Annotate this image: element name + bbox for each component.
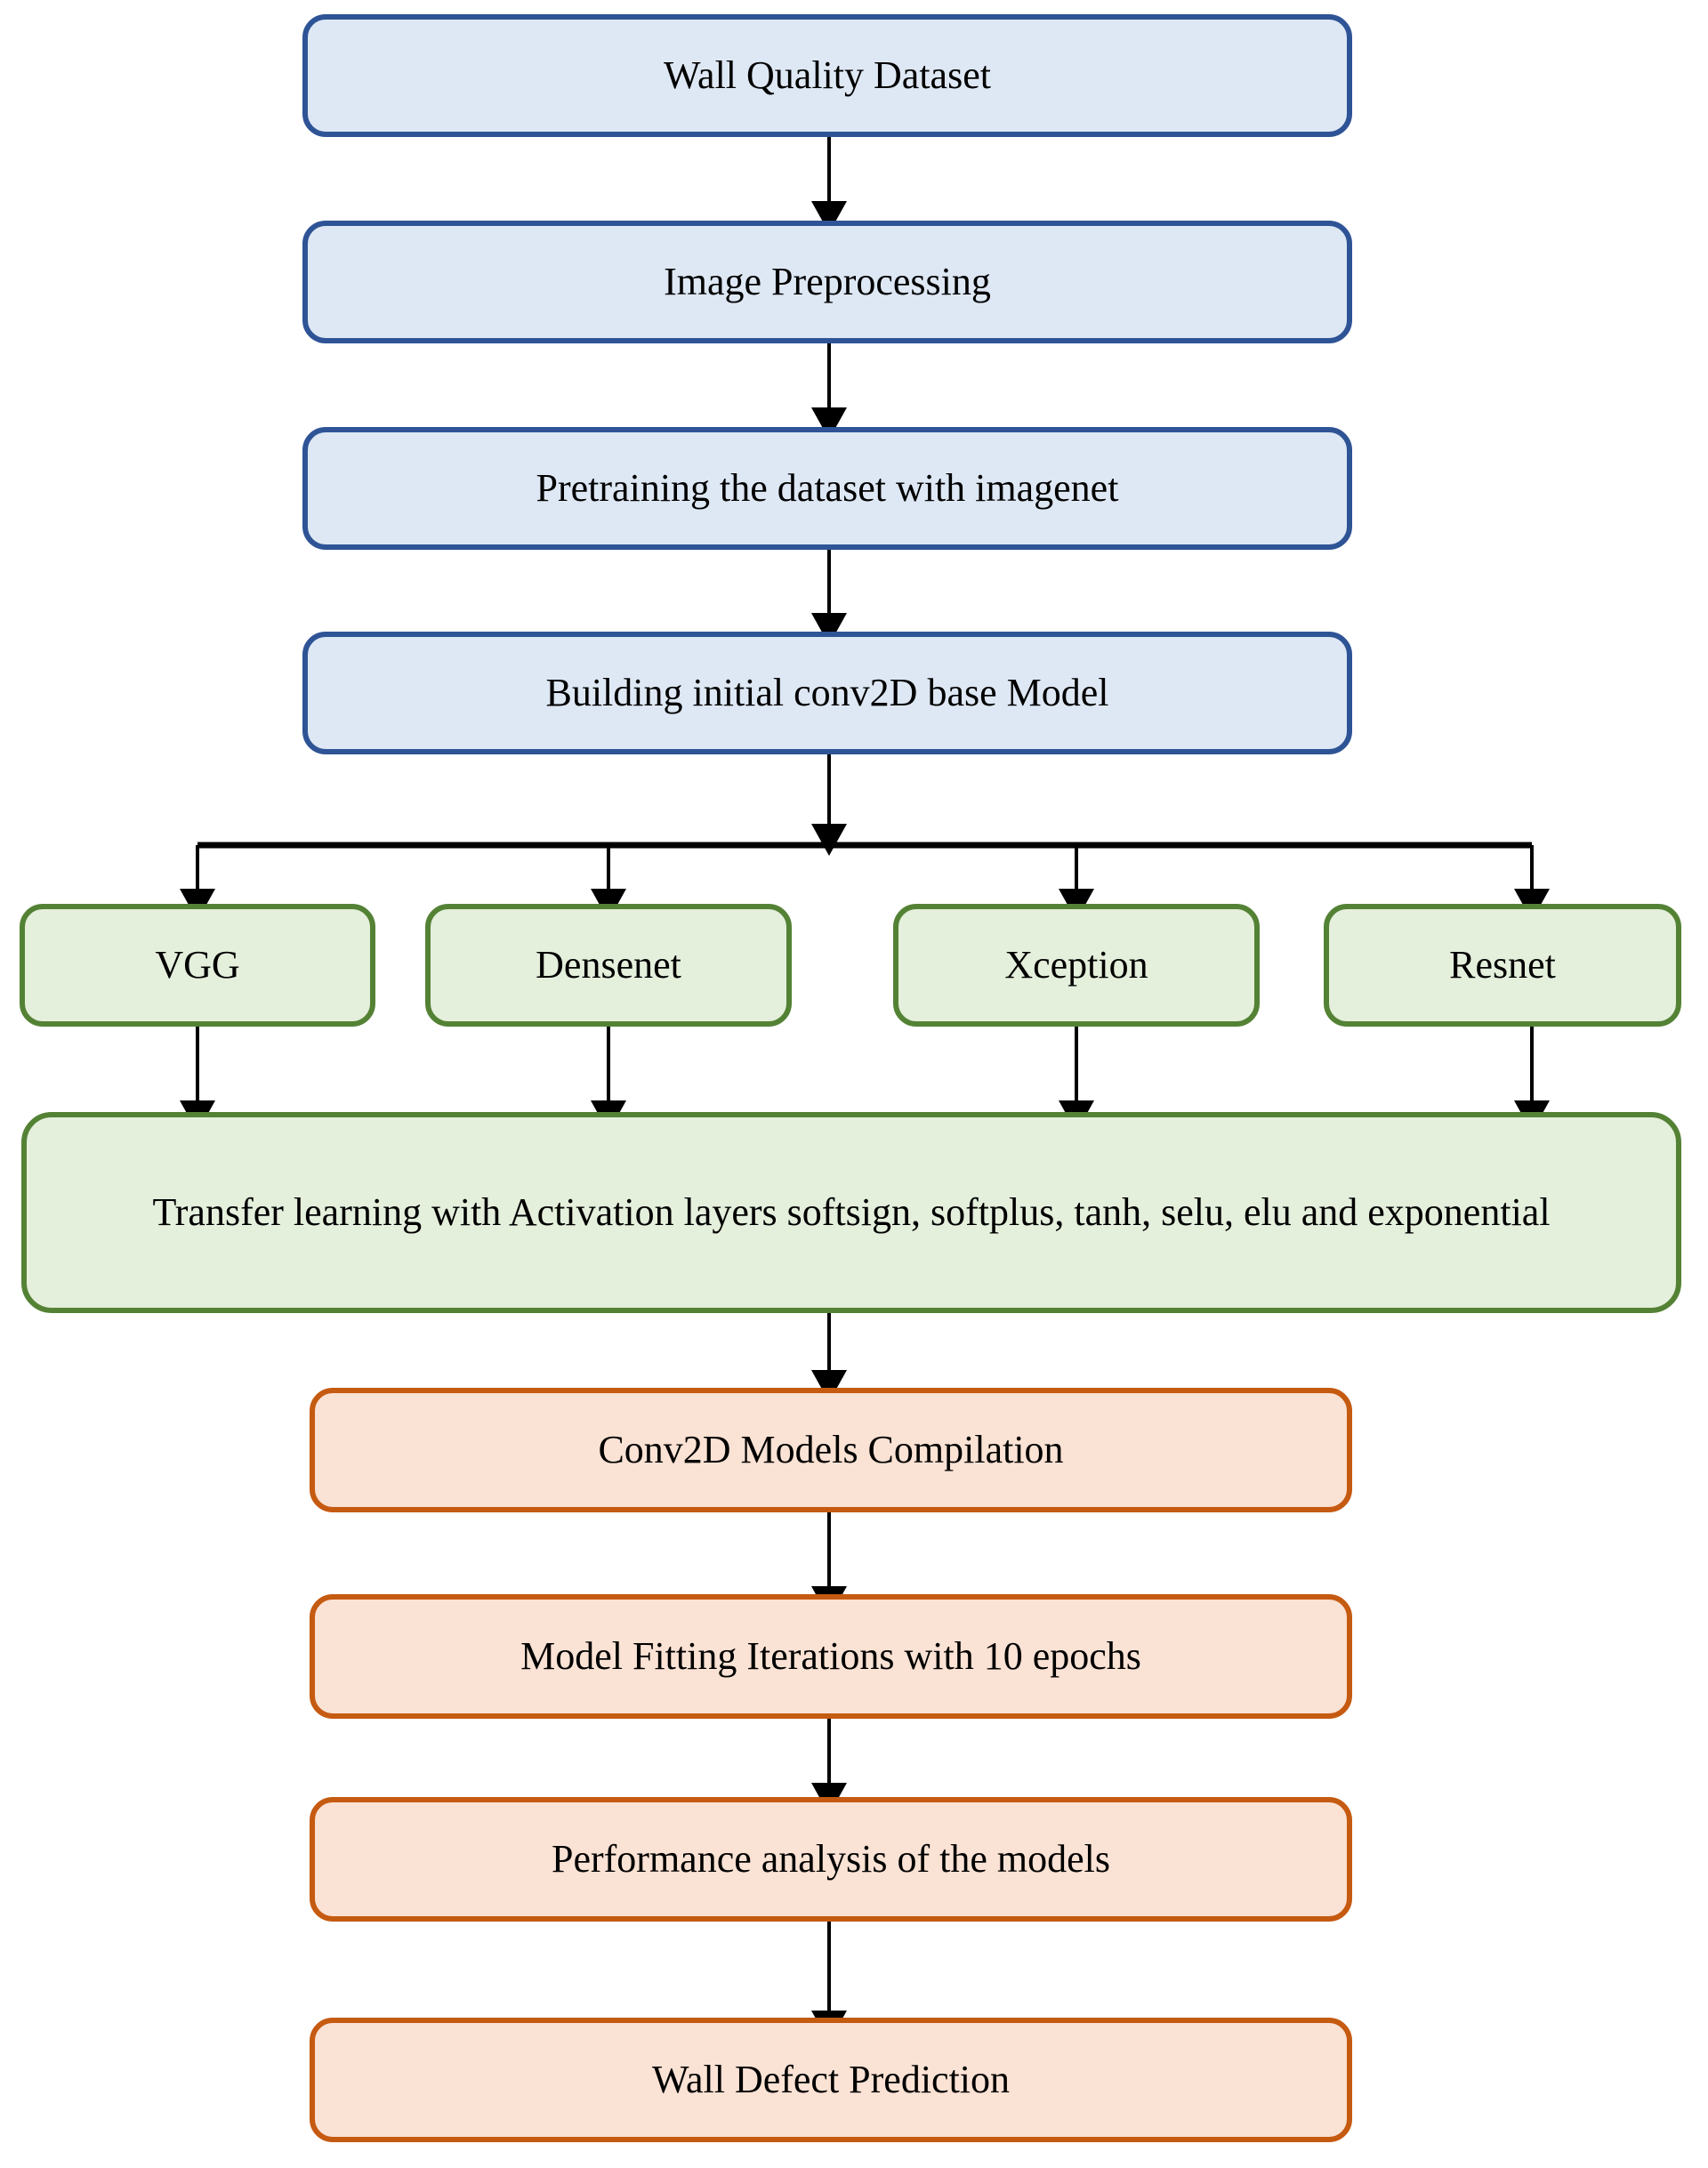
node-model-fitting-iterations[interactable]: Model Fitting Iterations with 10 epochs: [310, 1594, 1352, 1719]
node-transfer-learning-activations[interactable]: Transfer learning with Activation layers…: [21, 1112, 1681, 1313]
node-label: Model Fitting Iterations with 10 epochs: [520, 1634, 1141, 1679]
node-label: Conv2D Models Compilation: [598, 1428, 1064, 1472]
node-label: Wall Defect Prediction: [651, 2058, 1011, 2102]
node-conv2d-models-compilation[interactable]: Conv2D Models Compilation: [310, 1388, 1352, 1512]
node-label: Building initial conv2D base Model: [545, 671, 1109, 715]
node-pretraining-imagenet[interactable]: Pretraining the dataset with imagenet: [302, 427, 1352, 550]
node-label: Transfer learning with Activation layers…: [152, 1190, 1551, 1235]
node-label: Image Preprocessing: [664, 260, 991, 304]
node-label: Resnet: [1449, 943, 1556, 987]
node-densenet[interactable]: Densenet: [425, 904, 792, 1027]
node-image-preprocessing[interactable]: Image Preprocessing: [302, 221, 1352, 343]
node-wall-quality-dataset[interactable]: Wall Quality Dataset: [302, 14, 1352, 137]
node-wall-defect-prediction[interactable]: Wall Defect Prediction: [310, 2018, 1352, 2142]
node-resnet[interactable]: Resnet: [1324, 904, 1681, 1027]
node-label: Densenet: [536, 943, 681, 987]
node-label: Pretraining the dataset with imagenet: [536, 466, 1119, 511]
node-label: Performance analysis of the models: [551, 1837, 1111, 1882]
node-label: Xception: [1004, 943, 1148, 987]
node-label: VGG: [155, 943, 240, 987]
node-build-conv2d-base-model[interactable]: Building initial conv2D base Model: [302, 632, 1352, 754]
node-xception[interactable]: Xception: [893, 904, 1260, 1027]
node-label: Wall Quality Dataset: [664, 53, 991, 98]
node-performance-analysis[interactable]: Performance analysis of the models: [310, 1797, 1352, 1922]
node-vgg[interactable]: VGG: [20, 904, 375, 1027]
